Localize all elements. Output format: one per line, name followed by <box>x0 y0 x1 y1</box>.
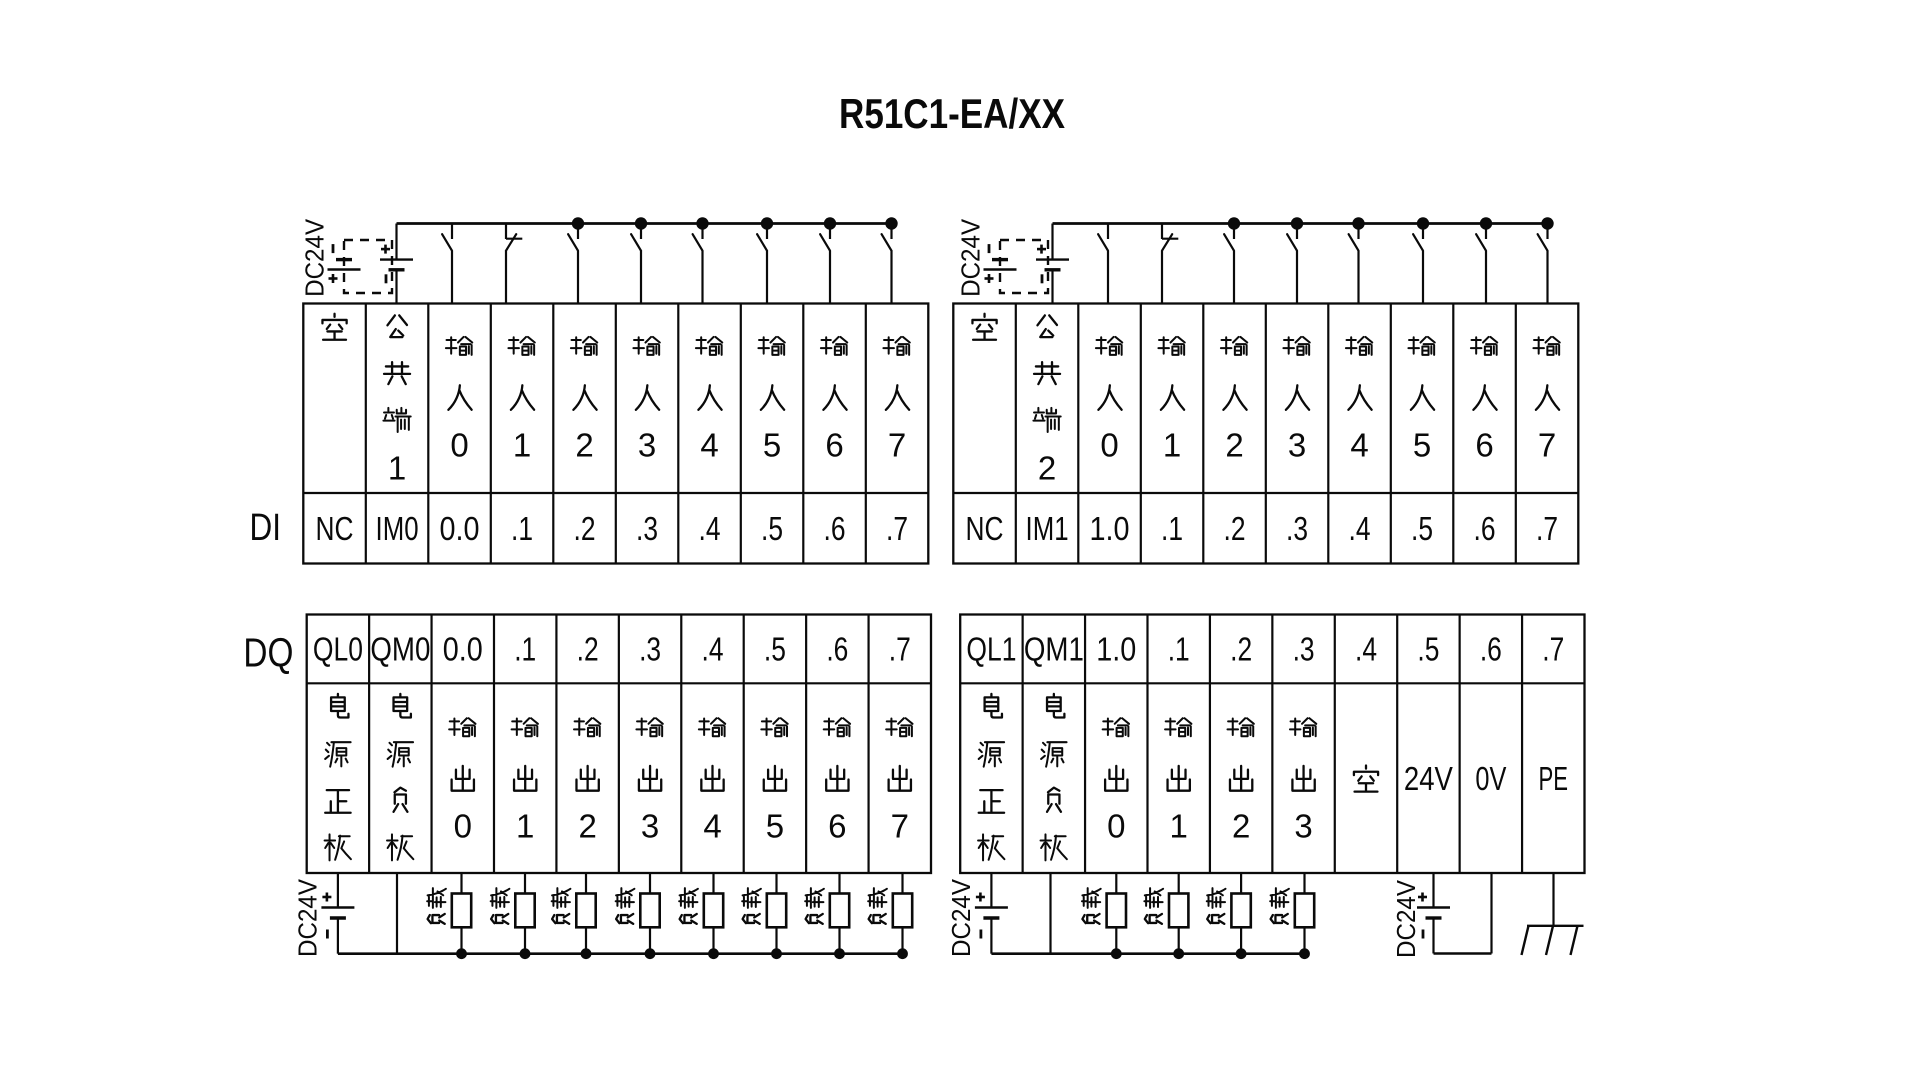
svg-text:IM0: IM0 <box>376 510 419 547</box>
svg-text:4: 4 <box>1350 426 1368 463</box>
svg-text:1: 1 <box>1170 807 1188 844</box>
svg-text:.5: .5 <box>1417 631 1439 668</box>
svg-text:.4: .4 <box>1349 510 1371 547</box>
svg-text:.3: .3 <box>1286 510 1308 547</box>
svg-text:1: 1 <box>513 426 531 463</box>
svg-text:1.0: 1.0 <box>1090 510 1130 547</box>
svg-text:4: 4 <box>700 426 718 463</box>
svg-text:.5: .5 <box>764 631 786 668</box>
svg-text:QM1: QM1 <box>1024 631 1084 668</box>
svg-text:6: 6 <box>825 426 843 463</box>
svg-text:2: 2 <box>1232 807 1250 844</box>
svg-text:.2: .2 <box>577 631 599 668</box>
svg-text:7: 7 <box>891 807 909 844</box>
svg-text:.5: .5 <box>1411 510 1433 547</box>
svg-text:.6: .6 <box>1474 510 1496 547</box>
svg-text:DQ: DQ <box>243 630 293 676</box>
svg-text:.7: .7 <box>886 510 908 547</box>
svg-text:.2: .2 <box>1224 510 1246 547</box>
svg-text:NC: NC <box>966 510 1004 547</box>
svg-text:1: 1 <box>516 807 534 844</box>
svg-text:0V: 0V <box>1475 760 1506 797</box>
svg-text:.3: .3 <box>1293 631 1315 668</box>
svg-text:2: 2 <box>1038 450 1056 487</box>
svg-text:3: 3 <box>641 807 659 844</box>
svg-text:.7: .7 <box>889 631 911 668</box>
svg-text:QL0: QL0 <box>313 631 363 668</box>
svg-text:3: 3 <box>638 426 656 463</box>
svg-text:DI: DI <box>250 507 282 549</box>
svg-text:2: 2 <box>575 426 593 463</box>
svg-text:6: 6 <box>1475 426 1493 463</box>
svg-text:.3: .3 <box>636 510 658 547</box>
svg-text:.3: .3 <box>639 631 661 668</box>
svg-text:0.0: 0.0 <box>443 631 483 668</box>
svg-text:3: 3 <box>1288 426 1306 463</box>
svg-text:DC24V: DC24V <box>956 218 986 297</box>
svg-text:.7: .7 <box>1536 510 1558 547</box>
svg-text:.5: .5 <box>761 510 783 547</box>
svg-text:0: 0 <box>1107 807 1125 844</box>
svg-text:24V: 24V <box>1404 760 1453 797</box>
svg-text:NC: NC <box>316 510 354 547</box>
svg-text:2: 2 <box>578 807 596 844</box>
svg-text:.1: .1 <box>1161 510 1183 547</box>
svg-text:2: 2 <box>1225 426 1243 463</box>
svg-text:5: 5 <box>763 426 781 463</box>
svg-text:DC24V: DC24V <box>1391 879 1421 958</box>
svg-text:5: 5 <box>766 807 784 844</box>
svg-text:3: 3 <box>1294 807 1312 844</box>
svg-text:QL1: QL1 <box>966 631 1016 668</box>
svg-text:IM1: IM1 <box>1026 510 1069 547</box>
svg-text:.2: .2 <box>574 510 596 547</box>
svg-text:.6: .6 <box>824 510 846 547</box>
svg-text:1: 1 <box>1163 426 1181 463</box>
svg-text:.2: .2 <box>1230 631 1252 668</box>
svg-text:1: 1 <box>388 450 406 487</box>
svg-text:.4: .4 <box>701 631 723 668</box>
svg-text:DC24V: DC24V <box>292 878 322 957</box>
svg-text:7: 7 <box>888 426 906 463</box>
svg-text:.6: .6 <box>826 631 848 668</box>
svg-text:.4: .4 <box>1355 631 1377 668</box>
svg-text:DC24V: DC24V <box>300 218 330 297</box>
svg-text:DC24V: DC24V <box>946 878 976 957</box>
svg-text:5: 5 <box>1413 426 1431 463</box>
svg-text:7: 7 <box>1538 426 1556 463</box>
svg-text:0: 0 <box>454 807 472 844</box>
svg-text:.4: .4 <box>699 510 721 547</box>
svg-text:.1: .1 <box>514 631 536 668</box>
svg-text:0: 0 <box>450 426 468 463</box>
svg-text:QM0: QM0 <box>370 631 430 668</box>
svg-text:PE: PE <box>1539 760 1569 797</box>
svg-text:1.0: 1.0 <box>1096 631 1136 668</box>
svg-text:.6: .6 <box>1480 631 1502 668</box>
svg-text:0.0: 0.0 <box>440 510 480 547</box>
svg-text:0: 0 <box>1100 426 1118 463</box>
svg-text:.1: .1 <box>511 510 533 547</box>
svg-text:R51C1-EA/XX: R51C1-EA/XX <box>839 90 1065 137</box>
svg-text:6: 6 <box>828 807 846 844</box>
svg-text:.1: .1 <box>1168 631 1190 668</box>
svg-text:4: 4 <box>703 807 721 844</box>
svg-text:.7: .7 <box>1542 631 1564 668</box>
